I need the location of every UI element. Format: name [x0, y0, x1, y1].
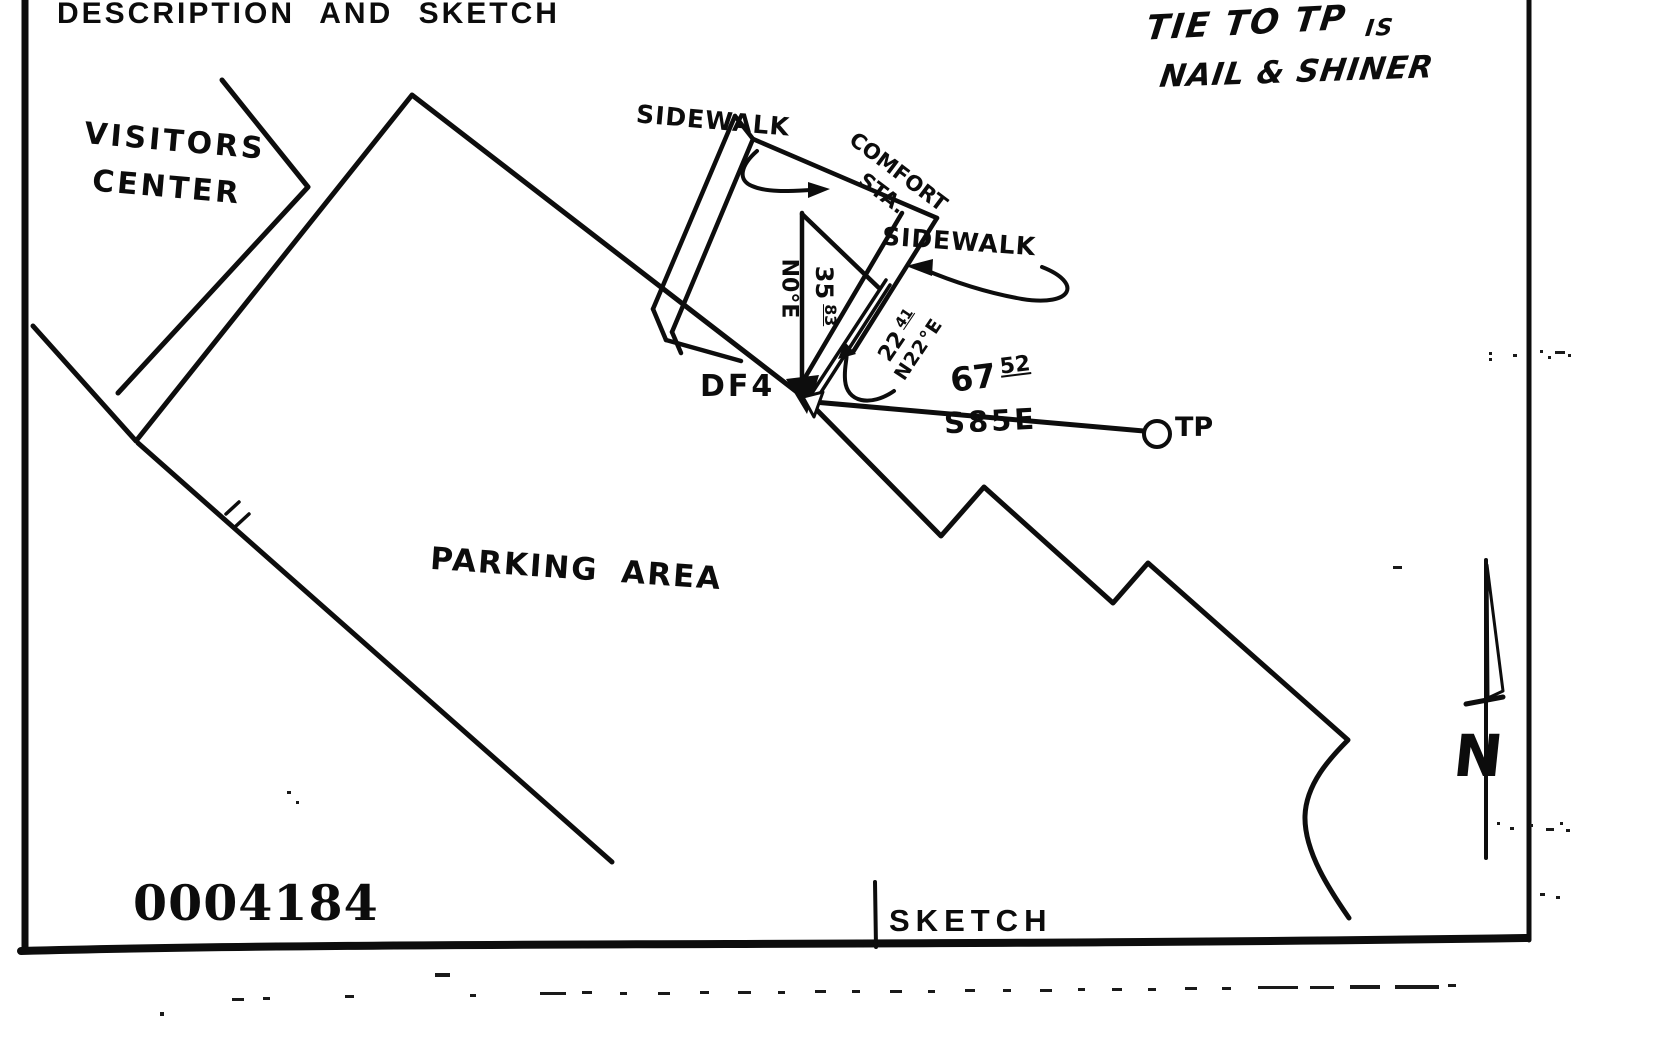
- building-bottom-edge: [799, 211, 882, 291]
- arrow-sidewalk-left-head: [808, 182, 830, 198]
- tp-marker-circle: [1142, 419, 1172, 449]
- boundary-tick-mark: [224, 500, 251, 528]
- tie-north-distance-sup: 83: [821, 304, 840, 327]
- parking-upper-boundary: [30, 92, 1352, 921]
- note-line1-suffix: IS: [1363, 14, 1397, 43]
- sidewalk-band-lines: [650, 113, 940, 384]
- north-arrow-head: [1485, 563, 1505, 700]
- tie-line-22-41: [808, 278, 892, 402]
- visitors-center-outline: [115, 77, 311, 396]
- df4-station-label: DF4: [700, 369, 776, 404]
- stamp-number: 0004184: [133, 874, 379, 932]
- tie-north-bearing: N0°E: [776, 258, 802, 319]
- arrow-sidewalk-right-head: [906, 259, 933, 276]
- border-bottom-line: [17, 934, 1531, 955]
- parking-lower-boundary: [135, 440, 615, 865]
- sidewalk-bottom-cap-line: [663, 337, 744, 364]
- arrow-tie-22-41: [842, 350, 896, 403]
- scan-noise: [160, 350, 1571, 1016]
- tie-tp-bearing: S85E: [943, 401, 1038, 441]
- sidewalk-right-inner-line: [800, 210, 905, 384]
- tp-label: TP: [1175, 412, 1214, 443]
- df4-marker-open-triangle: [801, 390, 825, 419]
- arrow-tie-22-41-head: [838, 342, 856, 359]
- tie-line-s85e: [811, 399, 1147, 434]
- band-top-right-edge: [750, 136, 940, 221]
- arrow-sidewalk-right: [921, 265, 1070, 303]
- tie-tp-distance-main: 67: [947, 355, 999, 400]
- sketch-divider-tick: [873, 880, 878, 949]
- tie-tp-distance-sup: 52: [998, 351, 1032, 380]
- north-arrow: [1463, 558, 1506, 860]
- arrow-sidewalk-left: [740, 149, 812, 194]
- sheet-title: DESCRIPTION AND SKETCH: [57, 0, 560, 30]
- sidewalk-left-inner-line: [669, 136, 756, 335]
- sidewalk-top-cap-line: [732, 113, 756, 142]
- sketch-caption: SKETCH: [889, 903, 1053, 938]
- sheet-frame: [17, 0, 1532, 955]
- tie-north-distance: 3583: [810, 252, 840, 340]
- tie-north-distance-main: 35: [810, 265, 838, 300]
- north-arrow-tick: [1463, 694, 1506, 707]
- sidewalk-right-outer-line: [850, 215, 940, 355]
- df4-marker-triangle: [786, 375, 819, 414]
- north-label: N: [1450, 722, 1507, 790]
- leader-arrows: [740, 149, 1070, 403]
- sidewalk-extension-line-1: [650, 306, 669, 343]
- sidewalk-left-outer-line: [650, 113, 738, 312]
